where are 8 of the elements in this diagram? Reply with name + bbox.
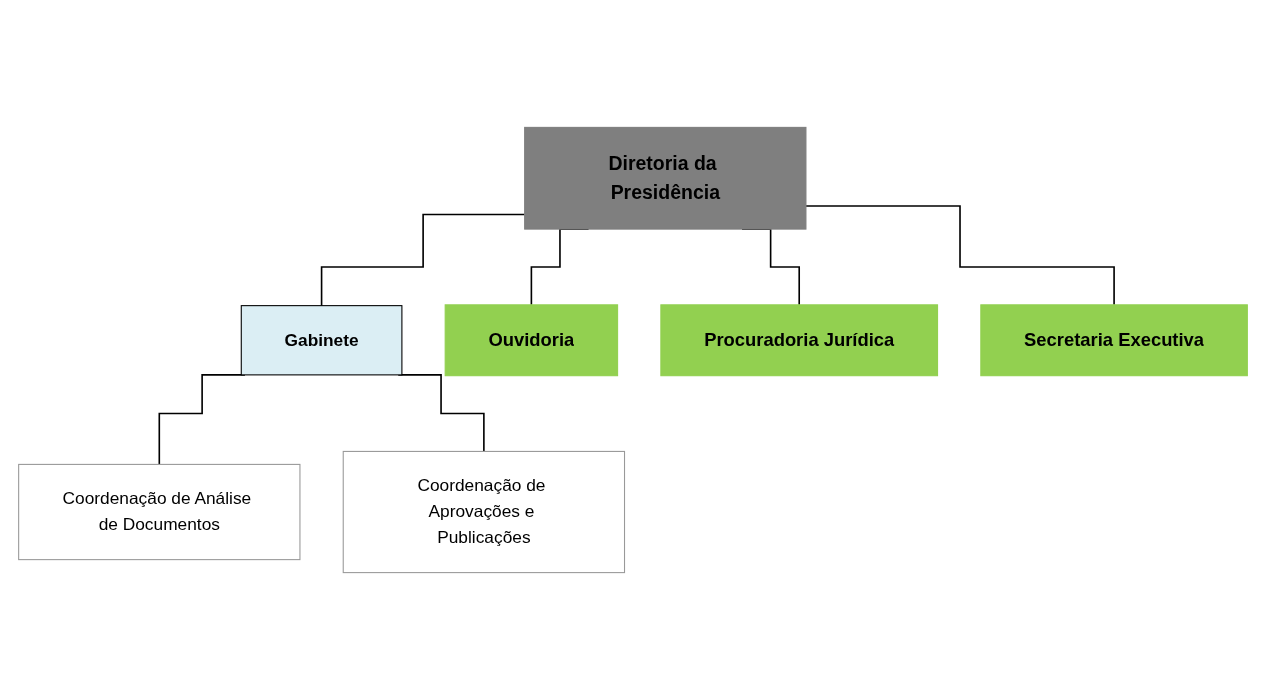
- node-box: Secretaria Executiva: [980, 304, 1248, 377]
- node-box: Diretoria da Presidência: [524, 126, 807, 230]
- node-box: Coordenação de Aprovações e Publicações: [342, 450, 626, 574]
- node-box: Coordenação de Análise de Documentos: [18, 463, 301, 561]
- node-box: Procuradoria Jurídica: [660, 304, 939, 377]
- node-box: Ouvidoria: [444, 304, 619, 377]
- connector: [805, 205, 1115, 306]
- node-box: Gabinete: [240, 305, 403, 376]
